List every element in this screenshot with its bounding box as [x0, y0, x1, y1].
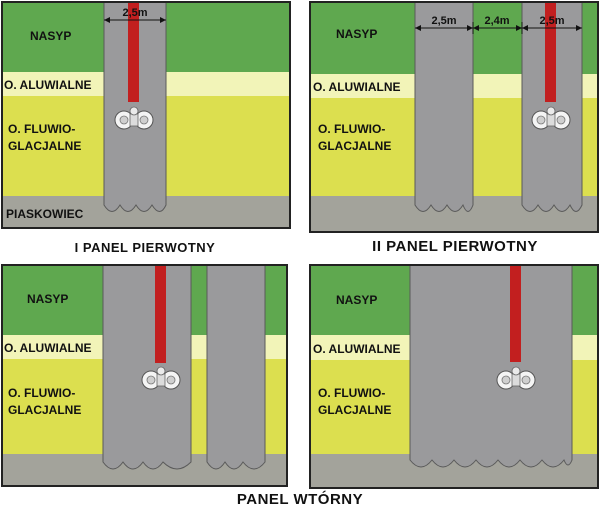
label-fluwio-line1: O. FLUWIO- — [8, 122, 75, 136]
label-nasyp: NASYP — [27, 292, 68, 306]
panel-frame — [309, 264, 599, 489]
panel-frame — [309, 1, 599, 233]
dimension-label-25: 2,5m — [539, 15, 564, 27]
dimension-arrow — [522, 25, 528, 31]
label-piaskowiec: PIASKOWIEC — [6, 207, 84, 221]
label-fluwio-line2: GLACJALNE — [318, 139, 391, 153]
dimension-label-25: 2,5m — [431, 15, 456, 27]
panel-frame — [1, 264, 288, 487]
dimension-label-25: 2,5m — [122, 7, 147, 19]
trench-right — [206, 264, 266, 470]
label-aluwialne: O. ALUWIALNE — [313, 342, 401, 356]
panel-secondary-left: NASYP O. ALUWIALNE O. FLUWIO- GLACJALNE — [1, 264, 288, 487]
dimension-arrow — [516, 25, 522, 31]
panel-frame — [1, 1, 291, 229]
label-fluwio-line1: O. FLUWIO- — [318, 386, 385, 400]
trench-left — [414, 1, 474, 212]
label-fluwio-line1: O. FLUWIO- — [8, 386, 75, 400]
panel-i-primary: 2,5m NASYP O. ALUWIALNE O. FLUWIO- GLACJ… — [1, 1, 291, 229]
label-aluwialne: O. ALUWIALNE — [4, 341, 92, 355]
dimension-arrow — [576, 25, 582, 31]
caption-panel-i: I PANEL PIERWOTNY — [74, 240, 216, 255]
label-nasyp: NASYP — [30, 29, 71, 43]
dimension-arrow — [473, 25, 479, 31]
label-fluwio-line2: GLACJALNE — [318, 403, 391, 417]
drill-rod — [128, 2, 139, 102]
trench-combined — [409, 264, 573, 468]
drill-rod — [155, 265, 166, 363]
dimension-arrow — [467, 25, 473, 31]
caption-panel-ii: II PANEL PIERWOTNY — [372, 238, 538, 255]
label-fluwio-line2: GLACJALNE — [8, 139, 81, 153]
dimension-arrow — [415, 25, 421, 31]
label-aluwialne: O. ALUWIALNE — [4, 78, 92, 92]
panel-secondary-right: NASYP O. ALUWIALNE O. FLUWIO- GLACJALNE — [309, 264, 599, 489]
drill-rod — [510, 265, 521, 362]
caption-secondary-panel: PANEL WTÓRNY — [236, 491, 364, 508]
trench-middle — [102, 264, 192, 470]
label-nasyp: NASYP — [336, 27, 377, 41]
dimension-label-24: 2,4m — [484, 15, 509, 27]
panel-ii-primary: 2,5m 2,4m 2,5m NASYP O. ALUWIALNE O. FLU… — [309, 1, 599, 233]
drill-rod — [545, 2, 556, 102]
label-aluwialne: O. ALUWIALNE — [313, 80, 401, 94]
dimension-arrow-left — [104, 17, 110, 23]
label-fluwio-line1: O. FLUWIO- — [318, 122, 385, 136]
dimension-arrow-right — [160, 17, 166, 23]
label-fluwio-line2: GLACJALNE — [8, 403, 81, 417]
label-nasyp: NASYP — [336, 293, 377, 307]
